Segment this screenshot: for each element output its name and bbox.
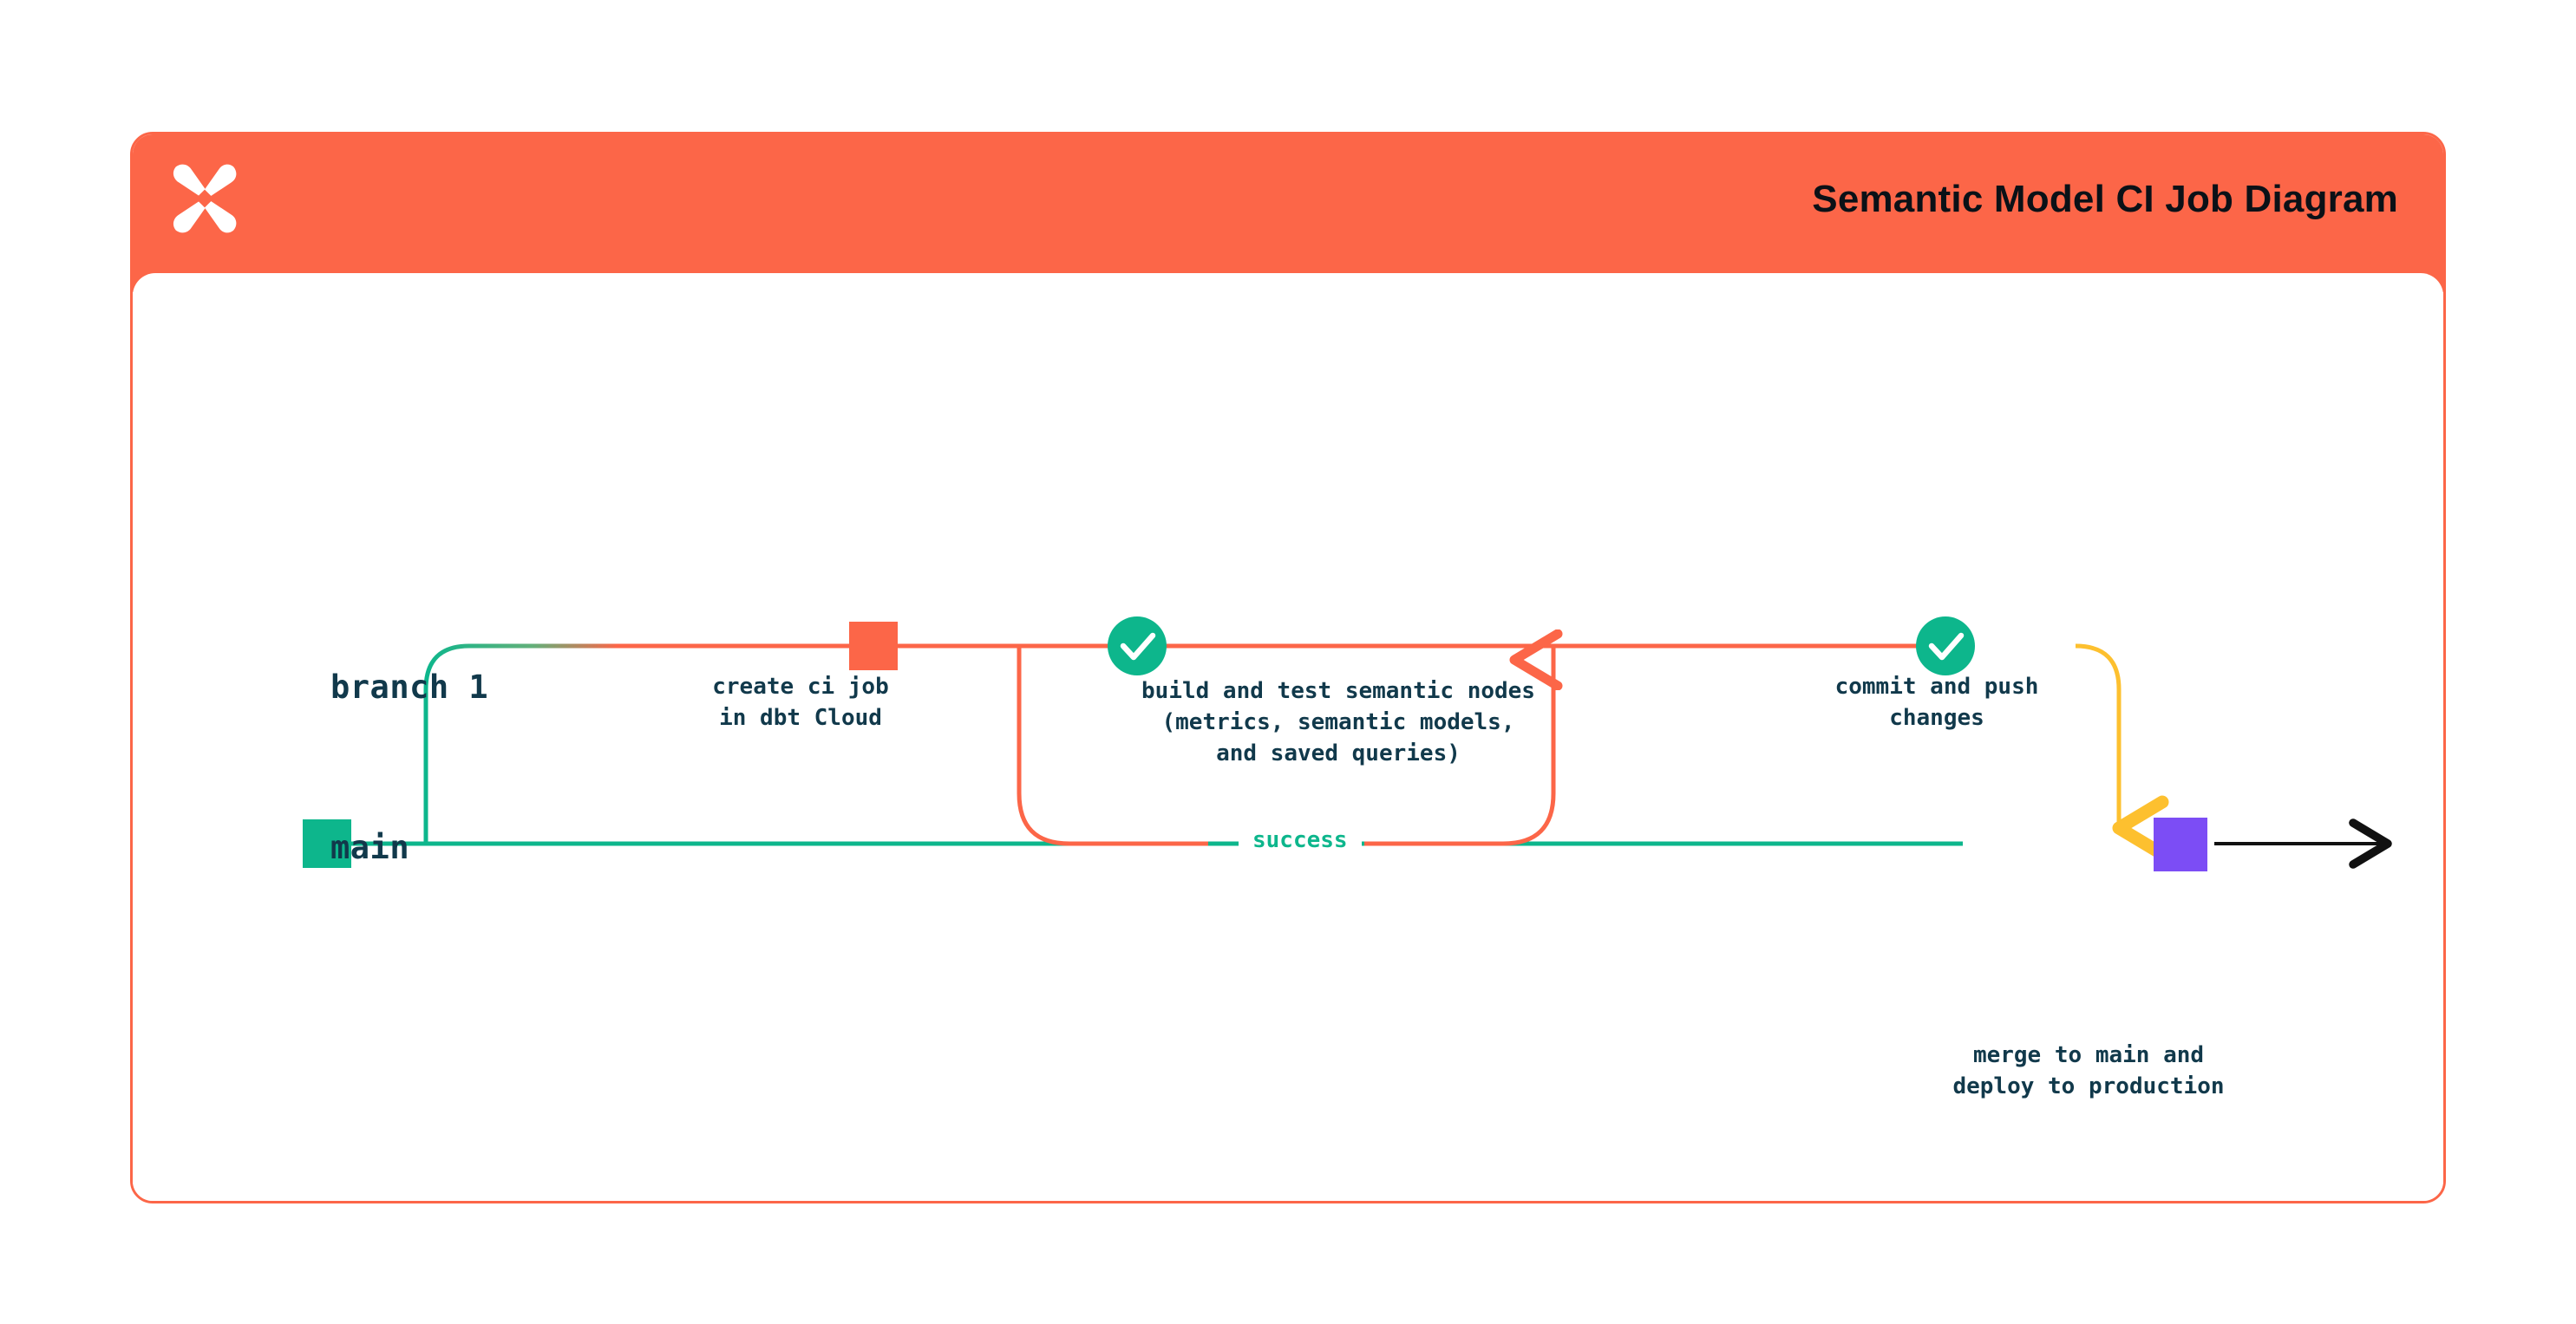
- lane-label-main: main: [330, 829, 410, 866]
- lane-label-branch1: branch 1: [330, 669, 489, 706]
- dbt-logo-icon: [165, 159, 245, 238]
- diagram-card: Semantic Model CI Job Diagram: [130, 132, 2446, 1203]
- node-label-merge-to-main: merge to main and deploy to production: [1952, 1042, 2225, 1099]
- card-header: Semantic Model CI Job Diagram: [133, 134, 2443, 292]
- node-label-build-and-test: build and test semantic nodes (metrics, …: [1141, 678, 1535, 766]
- node-label-create-ci-job: create ci job in dbt Cloud: [712, 674, 889, 731]
- node-label-commit-and-push: commit and push changes: [1834, 674, 2039, 731]
- page-title: Semantic Model CI Job Diagram: [1812, 178, 2398, 220]
- edge-label-success: success: [1239, 825, 1362, 857]
